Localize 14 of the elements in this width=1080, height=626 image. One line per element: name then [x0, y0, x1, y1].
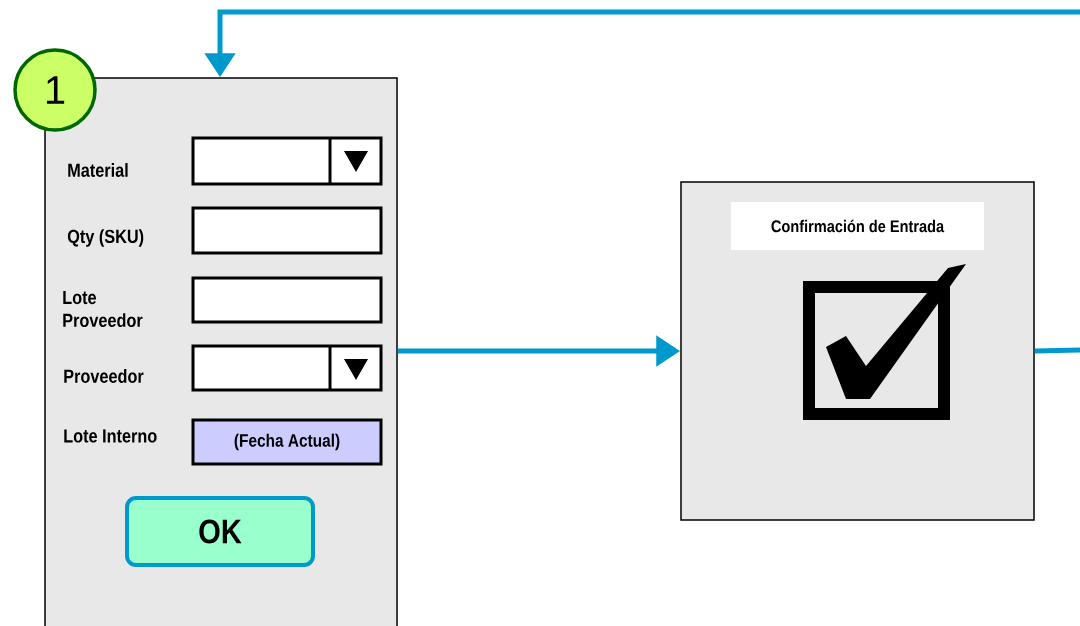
field-label: Qty (SKU): [67, 229, 144, 247]
dropdown-field: [191, 344, 383, 392]
dropdown-field: [191, 136, 383, 186]
field-label: Lote Proveedor: [63, 290, 143, 328]
input-field: [191, 276, 383, 324]
field-label: Material: [68, 163, 128, 177]
field-label: Lote Interno: [64, 429, 157, 443]
ok-button: OK: [125, 496, 315, 567]
date-field: (Fecha Actual): [191, 418, 383, 466]
step-badge: 1: [13, 48, 97, 132]
field-label: Proveedor: [64, 369, 144, 383]
panel-heading: Confirmación de Entrada: [731, 202, 984, 250]
connector-line: [1034, 347, 1080, 354]
input-field: [191, 206, 383, 255]
